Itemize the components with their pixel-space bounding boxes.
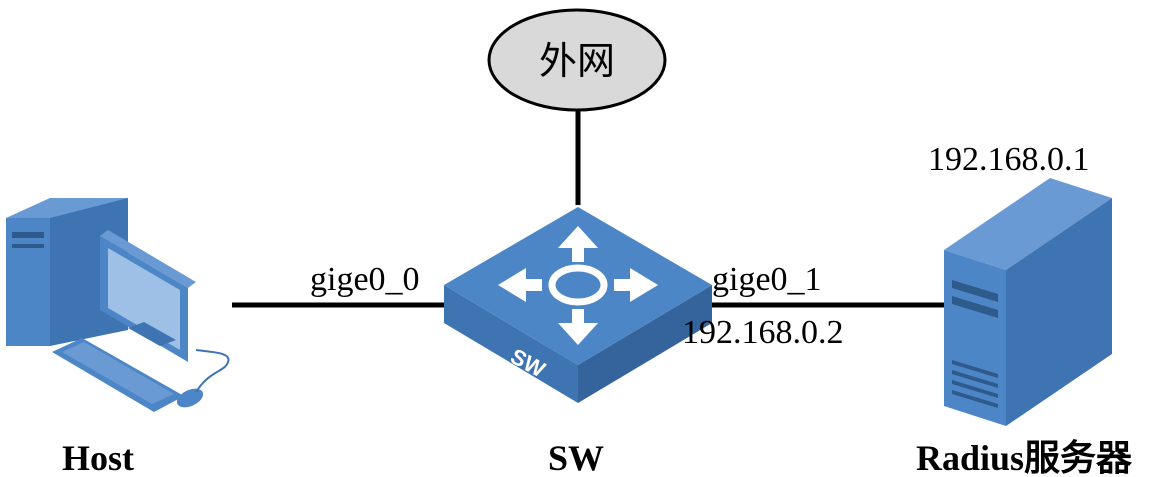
host-monitor-back	[100, 230, 196, 288]
host-caption: Host	[62, 438, 134, 477]
switch-center-ring	[548, 264, 608, 306]
port-right-label: gige0_1	[712, 261, 822, 298]
server-drive-1	[952, 280, 998, 302]
host-tower-slot	[12, 232, 44, 238]
switch-top	[444, 207, 712, 365]
switch-caption: SW	[548, 438, 604, 477]
server-side	[1006, 198, 1112, 426]
arrow-right-icon	[614, 268, 658, 302]
host-mouse	[176, 388, 204, 408]
switch-ip-label: 192.168.0.2	[682, 314, 844, 351]
arrow-left-icon	[498, 268, 542, 302]
server-top	[944, 178, 1112, 270]
host-monitor-stand	[128, 322, 176, 346]
arrow-up-icon	[558, 226, 598, 262]
server-drive-2	[952, 296, 998, 318]
external-network-label: 外网	[539, 41, 615, 83]
host-mouse-cable	[195, 349, 230, 393]
radius-server-icon	[944, 178, 1112, 426]
host-computer-icon	[6, 198, 230, 412]
host-tower-top	[6, 198, 128, 218]
port-left-label: gige0_0	[310, 261, 420, 298]
server-ip-label: 192.168.0.1	[928, 141, 1090, 178]
switch-side-right	[578, 285, 712, 403]
server-vent-2	[952, 370, 998, 388]
server-caption: Radius服务器	[916, 438, 1133, 477]
host-tower-front	[6, 218, 50, 346]
host-keyboard-keys	[62, 342, 174, 404]
external-network-ellipse	[487, 8, 667, 112]
switch-side-left	[444, 285, 578, 403]
server-vent-3	[952, 380, 998, 398]
external-network-node: 外网	[487, 8, 667, 112]
host-tower-slot-2	[12, 244, 44, 248]
server-vent-4	[952, 390, 998, 408]
switch-icon: SW	[444, 207, 712, 403]
arrow-down-icon	[558, 309, 598, 345]
server-vent-1	[952, 360, 998, 378]
host-monitor-screen	[108, 248, 180, 350]
